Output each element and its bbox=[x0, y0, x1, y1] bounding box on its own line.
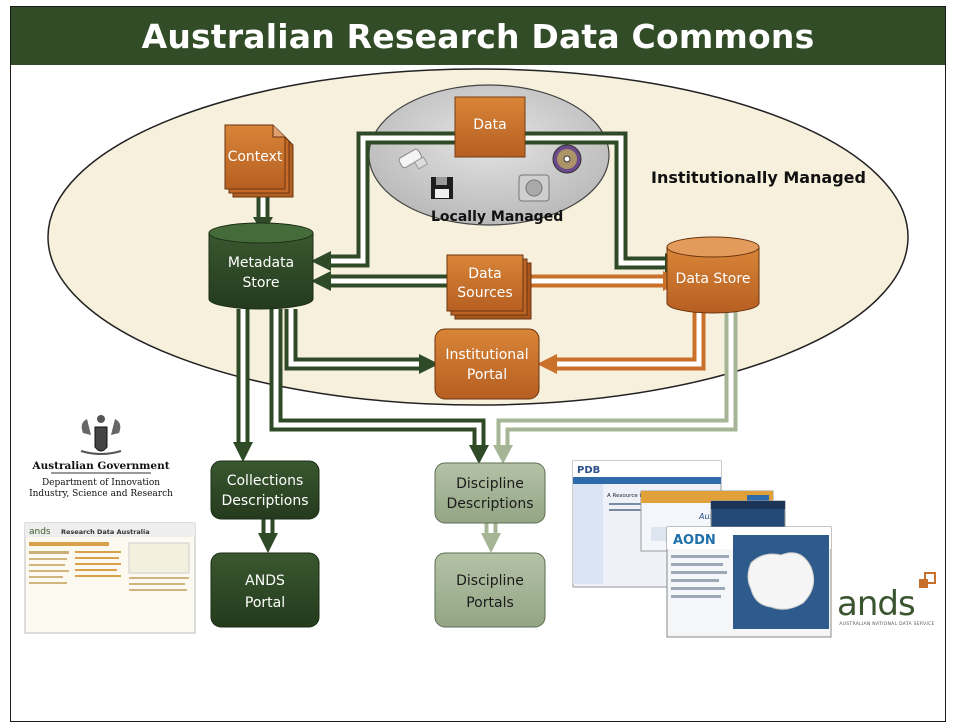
discipline-descriptions-label-2: Descriptions bbox=[446, 496, 533, 512]
data-sources-stack: Data Sources bbox=[446, 254, 532, 320]
data-node-label: Data bbox=[473, 117, 506, 133]
ands-portal-label-2: Portal bbox=[245, 595, 285, 611]
data-store-cylinder: Data Store bbox=[666, 236, 760, 314]
local-label: Locally Managed bbox=[431, 209, 563, 225]
context-label: Context bbox=[228, 149, 283, 165]
metadata-store-label-1: Metadata bbox=[228, 255, 294, 271]
context-document-stack: Context bbox=[224, 124, 294, 198]
institutional-portal-node: Institutional Portal bbox=[434, 328, 540, 400]
connectors bbox=[236, 131, 738, 535]
ands-portal-label-1: ANDS bbox=[245, 573, 285, 589]
rda-title: Research Data Australia bbox=[61, 528, 150, 536]
cd-disc-icon bbox=[552, 144, 582, 174]
arrowheads bbox=[233, 217, 685, 553]
slide-frame: Australian Research Data Commons Institu… bbox=[10, 6, 946, 722]
collections-descriptions-node: Collections Descriptions bbox=[210, 460, 320, 520]
aodn-screenshot: AODN bbox=[666, 526, 832, 638]
data-sources-label-1: Data bbox=[468, 266, 501, 282]
metadata-store-cylinder: Metadata Store bbox=[208, 222, 314, 310]
discipline-descriptions-label-1: Discipline bbox=[456, 476, 524, 492]
discipline-portals-label-2: Portals bbox=[466, 595, 514, 611]
discipline-portals-label-1: Discipline bbox=[456, 573, 524, 589]
discipline-portals-node: Discipline Portals bbox=[434, 552, 546, 628]
institutional-portal-label-2: Portal bbox=[467, 367, 507, 383]
usb-drive-icon bbox=[398, 148, 429, 170]
ands-logo-text: ands bbox=[837, 584, 915, 624]
data-node: Data bbox=[454, 96, 526, 158]
institutional-portal-label-1: Institutional bbox=[445, 347, 528, 363]
pdb-logo: PDB bbox=[577, 465, 600, 476]
ands-logo-squares-icon bbox=[919, 572, 936, 588]
data-store-label: Data Store bbox=[676, 271, 751, 287]
data-sources-label-2: Sources bbox=[457, 285, 512, 301]
diagram-canvas: Institutionally Managed Locally Managed bbox=[24, 68, 936, 638]
ands-logo-subtext: AUSTRALIAN NATIONAL DATA SERVICE bbox=[839, 621, 934, 627]
hard-drive-icon bbox=[518, 174, 550, 202]
collections-descriptions-label-2: Descriptions bbox=[221, 493, 308, 509]
rda-logo: ands bbox=[29, 527, 51, 537]
australian-government-logo: Australian Government Department of Inno… bbox=[29, 415, 173, 499]
gov-department-2: Industry, Science and Research bbox=[29, 489, 173, 499]
institutional-label: Institutionally Managed bbox=[651, 168, 866, 187]
gov-name: Australian Government bbox=[31, 460, 169, 472]
discipline-descriptions-node: Discipline Descriptions bbox=[434, 462, 546, 524]
ands-logo: ands AUSTRALIAN NATIONAL DATA SERVICE bbox=[837, 572, 936, 627]
gov-department-1: Department of Innovation bbox=[42, 478, 160, 488]
ands-portal-node: ANDS Portal bbox=[210, 552, 320, 628]
metadata-store-label-2: Store bbox=[242, 275, 279, 291]
floppy-disk-icon bbox=[431, 177, 453, 199]
research-data-australia-screenshot: ands Research Data Australia bbox=[24, 522, 196, 634]
discipline-portal-screenshots: PDB A Resource for Studying Biological A… bbox=[572, 460, 832, 638]
collections-descriptions-label-1: Collections bbox=[227, 473, 304, 489]
slide-title: Australian Research Data Commons bbox=[11, 7, 945, 65]
coat-of-arms-icon bbox=[80, 415, 122, 455]
aodn-logo: AODN bbox=[673, 533, 716, 548]
